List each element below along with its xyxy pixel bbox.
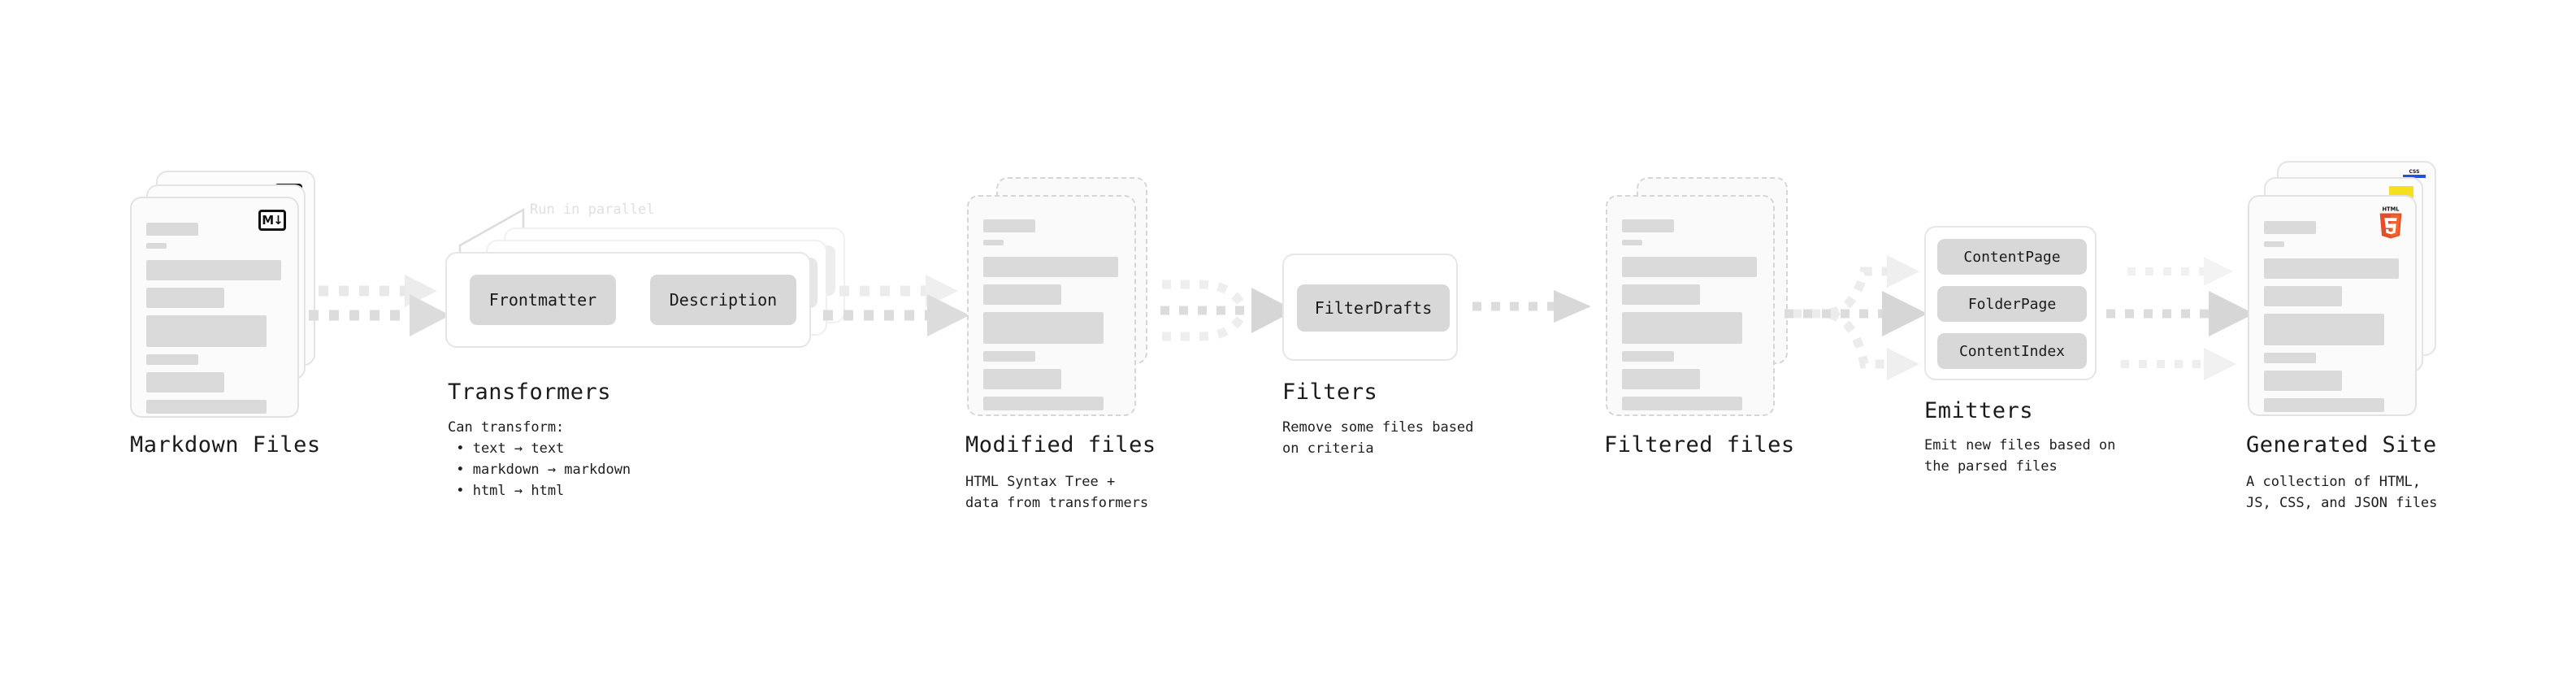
arrow-transformers-to-modified <box>823 268 978 358</box>
modified-card-front[interactable] <box>967 195 1136 416</box>
stage-title-filters: Filters <box>1282 380 1378 405</box>
chip-filterdrafts[interactable]: FilterDrafts <box>1297 284 1450 332</box>
skeleton-bar <box>2264 398 2384 412</box>
site-card-front[interactable]: HTML <box>2248 195 2417 416</box>
markdown-card-front[interactable]: M↓ <box>130 197 299 418</box>
stage-title-modified-files: Modified files <box>965 432 1156 458</box>
stage-subtitle-emitters: Emit new files based on the parsed files <box>1924 437 2116 475</box>
skeleton-bar <box>1622 369 1700 389</box>
skeleton-bar <box>146 223 198 236</box>
skeleton-bar <box>983 219 1035 232</box>
stage-subtitle-filters: Remove some files based on criteria <box>1282 419 1474 457</box>
site-card-skeleton <box>2249 197 2415 412</box>
skeleton-bar <box>1622 351 1674 362</box>
arrow-filtered-to-emitters <box>1785 241 1939 387</box>
skeleton-bar <box>1622 312 1742 344</box>
run-in-parallel-label: Run in parallel <box>530 202 655 218</box>
skeleton-bar <box>146 260 281 280</box>
dashed-arrow-icon <box>309 275 450 336</box>
skeleton-bar <box>2264 221 2316 234</box>
skeleton-bar <box>1622 397 1742 410</box>
skeleton-bar <box>2264 258 2399 279</box>
skeleton-bar <box>983 240 1004 245</box>
skeleton-bar <box>983 312 1104 344</box>
html5-badge-icon: HTML <box>2379 206 2402 239</box>
stage-title-transformers: Transformers <box>448 380 612 405</box>
dashed-parallel-arrow-icon <box>2106 257 2254 380</box>
chip-folderpage[interactable]: FolderPage <box>1937 286 2087 322</box>
skeleton-bar <box>2264 241 2284 247</box>
skeleton-bar <box>983 397 1104 410</box>
stage-title-emitters: Emitters <box>1924 398 2034 423</box>
skeleton-bar <box>983 351 1035 362</box>
stage-subtitle-modified-files: HTML Syntax Tree + data from transformer… <box>965 474 1149 511</box>
stage-title-generated-site: Generated Site <box>2246 432 2437 458</box>
skeleton-bar <box>1622 284 1700 305</box>
dashed-fanout-arrow-icon <box>1785 255 1928 380</box>
stage-subtitle-transformers: Can transform: • text → text • markdown … <box>448 419 631 499</box>
dashed-arrow-icon <box>823 275 969 336</box>
skeleton-bar <box>146 315 267 347</box>
transformers-layer-front[interactable]: Frontmatter Description <box>445 252 811 348</box>
arrow-filters-to-filtered <box>1472 288 1602 337</box>
chip-frontmatter[interactable]: Frontmatter <box>470 275 616 325</box>
skeleton-bar <box>2264 353 2316 363</box>
modified-card-skeleton <box>969 197 1134 410</box>
skeleton-bar <box>1622 257 1757 277</box>
stage-title-filtered-files: Filtered files <box>1604 432 1795 458</box>
skeleton-bar <box>1622 240 1642 245</box>
skeleton-bar <box>2264 314 2384 345</box>
arrow-modified-to-filters <box>1144 258 1307 364</box>
filters-box[interactable]: FilterDrafts <box>1282 254 1458 361</box>
arrow-markdown-to-transformers <box>309 268 455 358</box>
dashed-merge-arrow-icon <box>1160 280 1295 341</box>
markdown-card-skeleton <box>132 198 297 414</box>
emitters-box[interactable]: ContentPage FolderPage ContentIndex <box>1924 226 2097 380</box>
stage-subtitle-generated-site: A collection of HTML, JS, CSS, and JSON … <box>2246 474 2438 511</box>
skeleton-bar <box>983 369 1061 389</box>
skeleton-bar <box>146 354 198 365</box>
skeleton-bar <box>983 257 1118 277</box>
chip-contentpage[interactable]: ContentPage <box>1937 239 2087 275</box>
skeleton-bar <box>146 243 167 249</box>
skeleton-bar <box>146 372 224 393</box>
chip-contentindex[interactable]: ContentIndex <box>1937 333 2087 369</box>
markdown-badge-icon: M↓ <box>258 210 286 231</box>
skeleton-bar <box>2264 286 2342 306</box>
css-badge-label: CSS <box>2409 169 2420 175</box>
arrow-emitters-to-site <box>2106 241 2269 387</box>
skeleton-bar <box>2264 371 2342 391</box>
svg-text:HTML: HTML <box>2382 206 2400 213</box>
css-badge-underline <box>2403 175 2426 178</box>
skeleton-bar <box>1622 219 1674 232</box>
stage-title-markdown-files: Markdown Files <box>130 432 321 458</box>
skeleton-bar <box>146 288 224 308</box>
dashed-arrow-icon <box>1472 290 1591 323</box>
skeleton-bar <box>983 284 1061 305</box>
filtered-card-skeleton <box>1607 197 1773 410</box>
skeleton-bar <box>146 400 267 414</box>
chip-description[interactable]: Description <box>650 275 796 325</box>
filtered-card-front[interactable] <box>1606 195 1775 416</box>
